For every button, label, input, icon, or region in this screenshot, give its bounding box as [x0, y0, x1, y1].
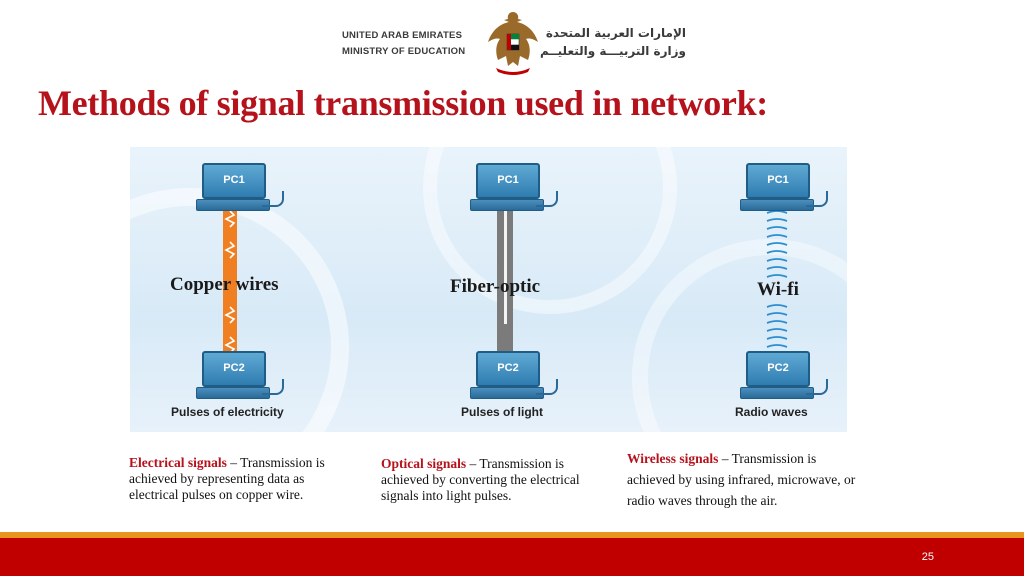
electric-pulse-icon — [224, 241, 236, 259]
ministry-logo: UNITED ARAB EMIRATES MINISTRY OF EDUCATI… — [340, 8, 690, 78]
pc1-computer-icon: PC1 — [470, 163, 558, 213]
electric-pulse-icon — [224, 306, 236, 324]
caption-radio: Radio waves — [735, 405, 808, 419]
description-wireless: Wireless signals – Transmission is achie… — [627, 448, 862, 511]
description-text: – Transmission is achieved by representi… — [129, 455, 325, 502]
description-electrical: Electrical signals – Transmission is ach… — [129, 455, 339, 503]
pc-label: PC2 — [223, 362, 245, 374]
medium-label-copper: Copper wires — [170, 274, 279, 295]
pc1-computer-icon: PC1 — [740, 163, 828, 213]
caption-electricity: Pulses of electricity — [171, 405, 284, 419]
logo-arabic-line-2: وزارة التربيـــة والتعليــم — [540, 44, 686, 58]
electric-pulse-icon — [224, 336, 236, 354]
light-pulse-core — [504, 209, 507, 324]
radio-waves-icon — [766, 210, 788, 348]
pc-label: PC1 — [223, 174, 245, 186]
pc-label: PC2 — [767, 362, 789, 374]
term-electrical: Electrical signals — [129, 455, 227, 470]
logo-arabic-line-1: الإمارات العربية المتحدة — [545, 26, 686, 40]
diagram-background — [130, 147, 847, 432]
pc-label: PC1 — [497, 174, 519, 186]
footer-bar — [0, 538, 1024, 576]
medium-label-wifi: Wi-fi — [757, 279, 799, 300]
description-text: – Transmission is achieved by converting… — [381, 456, 580, 503]
footer-accent-bar — [0, 532, 1024, 538]
electric-pulse-icon — [224, 210, 236, 228]
pc1-computer-icon: PC1 — [196, 163, 284, 213]
logo-english-line-1: UNITED ARAB EMIRATES — [342, 30, 463, 41]
term-wireless: Wireless signals — [627, 451, 719, 466]
caption-light: Pulses of light — [461, 405, 544, 419]
description-optical: Optical signals – Transmission is achiev… — [381, 456, 586, 504]
description-text: – Transmission is achieved by using infr… — [627, 451, 856, 508]
transmission-diagram: PC1 PC2 Copper wires Pulses of electrici… — [130, 147, 847, 432]
logo-english-line-2: MINISTRY OF EDUCATION — [342, 46, 466, 57]
pc-label: PC1 — [767, 174, 789, 186]
pc-label: PC2 — [497, 362, 519, 374]
medium-label-fiber: Fiber-optic — [450, 276, 541, 297]
pc2-computer-icon: PC2 — [196, 351, 284, 401]
pc2-computer-icon: PC2 — [470, 351, 558, 401]
slide-title: Methods of signal transmission used in n… — [38, 83, 768, 123]
term-optical: Optical signals — [381, 456, 467, 471]
falcon-emblem-icon — [488, 12, 538, 75]
pc2-computer-icon: PC2 — [740, 351, 828, 401]
page-number: 25 — [921, 551, 934, 563]
